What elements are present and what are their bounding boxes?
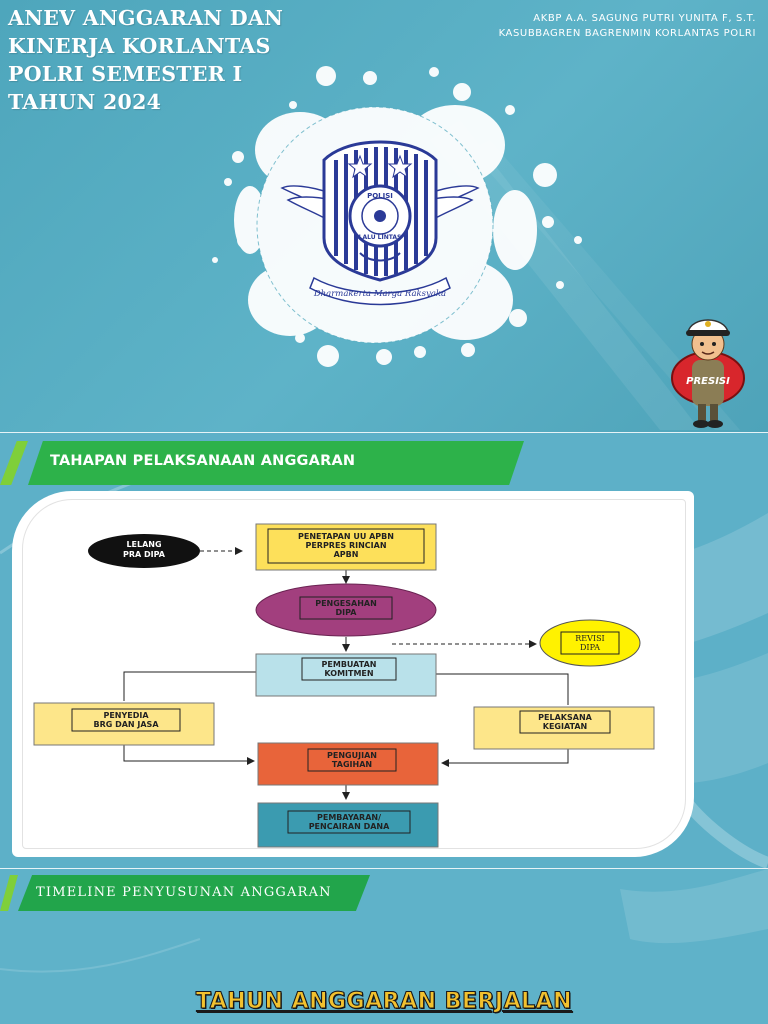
node-text: PEMBAYARAN/ <box>317 813 381 822</box>
node-text: PENYEDIA <box>103 711 149 720</box>
section-banner <box>18 875 370 911</box>
title-line: ANEV ANGGARAN DAN <box>8 6 284 30</box>
node-penyedia-brg-jasa: PENYEDIA BRG DAN JASA <box>33 702 215 746</box>
section-title: TAHAPAN PELAKSANAAN ANGGARAN <box>50 453 356 469</box>
flowchart-panel-border <box>22 499 686 849</box>
node-text: KEGIATAN <box>543 722 588 731</box>
node-text: PENCAIRAN DANA <box>309 822 390 831</box>
budget-stages-slide: TAHAPAN PELAKSANAAN ANGGARAN LELANG PRA … <box>0 432 768 868</box>
timeline-slide: TIMELINE PENYUSUNAN ANGGARAN TAHUN ANGGA… <box>0 868 768 1024</box>
emblem-top-text: POLISI <box>367 192 393 200</box>
connector-penyedia-tagihan <box>123 745 255 765</box>
node-text: PENGUJIAN <box>327 751 377 760</box>
korlantas-emblem: POLISI LALU LINTAS Dharmakerta Marga Rak… <box>280 140 480 306</box>
node-pelaksana-kegiatan: PELAKSANA KEGIATAN <box>473 706 655 750</box>
budget-flowchart: LELANG PRA DIPA PENETAPAN UU APBN PERPRE… <box>33 523 655 848</box>
node-text: PEMBUATAN <box>322 660 377 669</box>
highlight-heading: TAHUN ANGGARAN BERJALAN <box>195 989 573 1015</box>
node-text: BRG DAN JASA <box>93 720 159 729</box>
node-text: DIPA <box>336 608 358 617</box>
title-line: POLRI SEMESTER I <box>8 62 243 86</box>
title-line: TAHUN 2024 <box>8 90 162 114</box>
node-text: PENETAPAN UU APBN <box>298 532 394 541</box>
presenter-info: AKBP A.A. SAGUNG PUTRI YUNITA F, S.T. KA… <box>499 11 756 41</box>
emblem-middle-text: LALU LINTAS <box>359 234 402 241</box>
connector-komitmen-penyedia <box>123 671 256 701</box>
police-mascot-icon: PRESISI <box>671 319 745 428</box>
node-penetapan-uu-apbn: PENETAPAN UU APBN PERPRES RINCIAN APBN <box>255 523 437 571</box>
node-text: DIPA <box>580 643 600 652</box>
title-line: KINERJA KORLANTAS <box>8 34 271 58</box>
node-text: REVISI <box>575 634 604 643</box>
node-pengujian-tagihan: PENGUJIAN TAGIHAN <box>257 742 439 786</box>
node-text: TAGIHAN <box>332 760 372 769</box>
mascot-label: PRESISI <box>686 376 730 387</box>
node-lelang-pra-dipa: LELANG PRA DIPA <box>88 534 200 568</box>
connector-komitmen-pelaksana <box>436 673 569 705</box>
node-text: PERPRES RINCIAN <box>305 541 386 550</box>
node-pengesahan-dipa: PENGESAHAN DIPA <box>255 583 437 637</box>
slide-background-decoration <box>0 869 768 973</box>
title-slide: POLISI LALU LINTAS Dharmakerta Marga Rak… <box>0 0 768 432</box>
node-text: KOMITMEN <box>324 669 373 678</box>
node-text: LELANG <box>126 540 161 549</box>
section-title: TIMELINE PENYUSUNAN ANGGARAN <box>36 885 332 900</box>
node-revisi-dipa: REVISI DIPA <box>539 619 641 667</box>
presenter-name: AKBP A.A. SAGUNG PUTRI YUNITA F, S.T. <box>533 13 756 24</box>
node-text: PRA DIPA <box>123 550 166 559</box>
node-pembuatan-komitmen: PEMBUATAN KOMITMEN <box>255 653 437 697</box>
section-banner <box>28 441 524 485</box>
presenter-position: KASUBBAGREN BAGRENMIN KORLANTAS POLRI <box>498 28 756 39</box>
connector-pelaksana-tagihan <box>441 749 569 767</box>
node-text: PENGESAHAN <box>315 599 377 608</box>
node-text: APBN <box>334 550 359 559</box>
presentation-title: ANEV ANGGARAN DAN KINERJA KORLANTAS POLR… <box>8 4 338 116</box>
emblem-motto: Dharmakerta Marga Raksyaka <box>313 289 446 299</box>
node-pembayaran-pencairan: PEMBAYARAN/ PENCAIRAN DANA <box>257 802 439 848</box>
node-text: PELAKSANA <box>538 713 592 722</box>
